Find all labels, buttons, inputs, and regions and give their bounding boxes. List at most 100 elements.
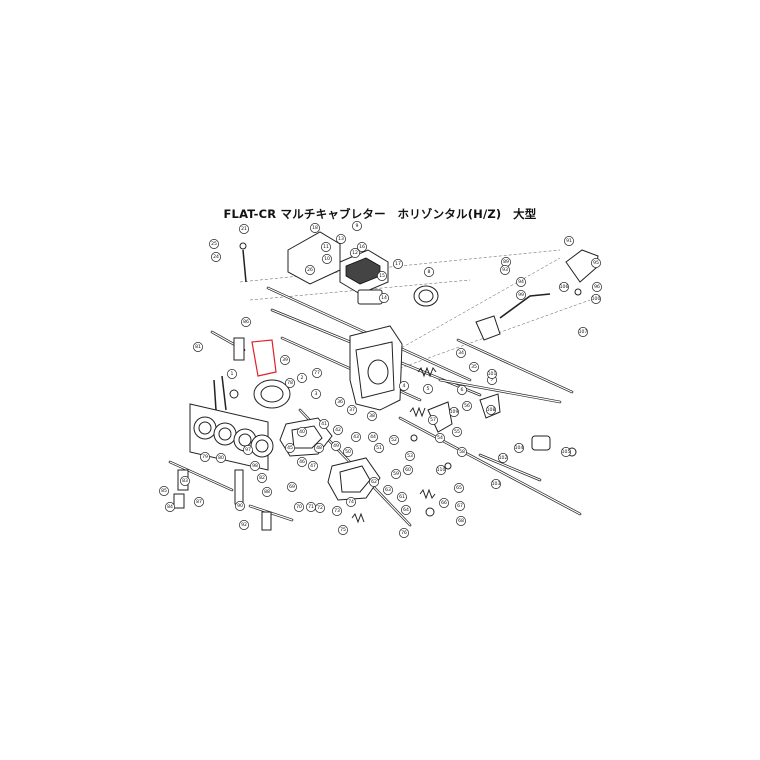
callout-number: 90	[237, 503, 243, 509]
part-callout-74: 74	[346, 497, 356, 507]
part-callout-65: 65	[454, 483, 464, 493]
float-bowl-lower	[327, 457, 381, 501]
part-callout-37: 37	[347, 405, 357, 415]
callout-number: 34	[458, 350, 464, 356]
callout-bubble	[350, 248, 360, 258]
callout-bubble	[578, 327, 588, 337]
callout-number: 84	[167, 504, 173, 510]
callout-number: 47	[310, 463, 316, 469]
part-callout-109: 109	[449, 407, 459, 417]
part-callout-81: 81	[193, 342, 203, 352]
callout-number: 104	[515, 445, 524, 451]
callout-number: 79	[202, 454, 208, 460]
part-callout-10: 10	[322, 254, 332, 264]
part-callout-9: 9	[352, 221, 362, 231]
part-callout-53: 53	[405, 451, 415, 461]
callout-bubble	[235, 501, 245, 511]
callout-number: 49	[333, 443, 339, 449]
callout-bubble	[357, 242, 367, 252]
callout-number: 105	[562, 449, 571, 455]
callout-number: 42	[335, 427, 341, 433]
part-callout-54: 54	[435, 433, 445, 443]
part-callout-48: 48	[314, 443, 324, 453]
part-callout-106: 106	[559, 282, 569, 292]
callout-bubble	[399, 381, 409, 391]
part-callout-46: 46	[297, 457, 307, 467]
part-callout-57: 57	[428, 415, 438, 425]
callout-bubble	[211, 252, 221, 262]
part-callout-56: 56	[462, 401, 472, 411]
part-callout-38: 38	[367, 411, 377, 421]
part-callout-87: 87	[194, 497, 204, 507]
part-callout-66: 66	[439, 498, 449, 508]
callout-bubble	[241, 317, 251, 327]
part-callout-59: 59	[391, 469, 401, 479]
part-callout-69: 69	[287, 482, 297, 492]
callout-number: 75	[340, 527, 346, 533]
callout-bubble	[287, 482, 297, 492]
callout-number: 89	[503, 259, 509, 265]
part-callout-39: 39	[280, 355, 290, 365]
part-callout-13: 13	[336, 234, 346, 244]
part-callout-77: 77	[312, 368, 322, 378]
callout-number: 69	[289, 484, 295, 490]
callout-number: 108	[487, 407, 496, 413]
part-callout-84: 84	[165, 502, 175, 512]
callout-number: 51	[376, 445, 382, 451]
callout-bubble	[486, 405, 496, 415]
callout-number: 83	[182, 478, 188, 484]
callout-number: 5	[427, 386, 430, 392]
callout-bubble	[285, 378, 295, 388]
diagram-title: FLAT-CR マルチキャブレター ホリゾンタル(H/Z) 大型	[223, 207, 537, 221]
part-callout-108: 108	[486, 405, 496, 415]
callout-bubble	[310, 223, 320, 233]
part-callout-52: 52	[389, 435, 399, 445]
callout-number: 94	[518, 279, 524, 285]
callout-number: 77	[314, 370, 320, 376]
callout-number: 15	[379, 273, 385, 279]
callout-number: 93	[502, 267, 508, 273]
part-callout-103: 103	[491, 479, 501, 489]
part-callout-21: 21	[239, 224, 249, 234]
callout-bubble	[403, 465, 413, 475]
callout-bubble	[315, 503, 325, 513]
callout-number: 13	[338, 236, 344, 242]
part-callout-71: 71	[306, 502, 316, 512]
callout-bubble	[239, 520, 249, 530]
callout-bubble	[194, 497, 204, 507]
part-callout-26: 26	[305, 265, 315, 275]
callout-number: 54	[437, 435, 443, 441]
part-callout-41: 41	[319, 419, 329, 429]
callout-number: 102	[499, 455, 508, 461]
callout-bubble	[487, 369, 497, 379]
part-callout-16: 16	[357, 242, 367, 252]
callout-number: 38	[369, 413, 375, 419]
through-rods	[266, 286, 582, 527]
callout-bubble	[257, 473, 267, 483]
callout-number: 73	[334, 508, 340, 514]
callout-bubble	[262, 487, 272, 497]
callout-bubble	[209, 239, 219, 249]
callout-number: 86	[243, 319, 249, 325]
callout-bubble	[456, 516, 466, 526]
part-callout-44: 44	[368, 432, 378, 442]
part-callout-12: 12	[350, 248, 360, 258]
callout-number: 88	[264, 489, 270, 495]
callout-number: 91	[566, 238, 572, 244]
callout-number: 74	[348, 499, 354, 505]
part-callout-51: 51	[374, 443, 384, 453]
part-callout-4: 4	[399, 381, 409, 391]
part-callout-105: 105	[561, 447, 571, 457]
callout-number: 81	[195, 344, 201, 350]
callout-bubble	[321, 242, 331, 252]
callout-bubble	[393, 259, 403, 269]
callout-bubble	[367, 411, 377, 421]
part-callout-93: 93	[500, 265, 510, 275]
part-callout-64: 64	[401, 505, 411, 515]
callout-number: 100	[592, 296, 601, 302]
callout-number: 72	[317, 505, 323, 511]
callout-number: 61	[399, 494, 405, 500]
part-callout-8: 8	[424, 267, 434, 277]
